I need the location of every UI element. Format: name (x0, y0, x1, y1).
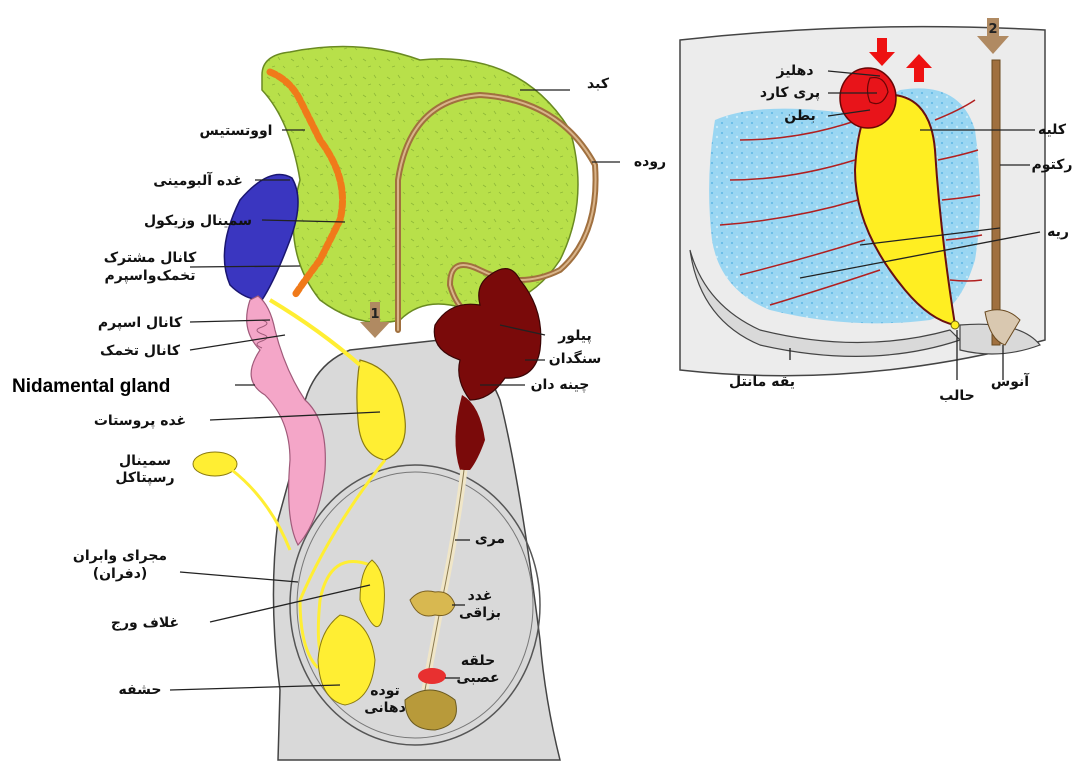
ureter-opening (951, 321, 959, 329)
label-salivary-1: غدد (468, 588, 493, 604)
label-lung: ریه (1047, 224, 1069, 240)
label-gizzard: سنگدان (549, 350, 601, 367)
label-pericardium: پری کارد (760, 85, 820, 101)
label-salivary-2: بزاقی (459, 605, 501, 621)
seminal-receptacle (193, 452, 237, 476)
left-figure (193, 47, 596, 760)
label-vas-deferens-1: مجرای وابران (73, 548, 167, 564)
label-sperm-duct: کانال اسپرم (98, 315, 183, 331)
label-common-duct-2: تخمک‌واسپرم (104, 268, 195, 284)
rectum (992, 60, 1000, 345)
label-kidney: کلیه (1038, 122, 1067, 138)
label-anus: آنوس (991, 372, 1030, 390)
albumen-gland (224, 174, 298, 300)
label-prostate: غده پروستات (94, 413, 186, 429)
label-crop: چینه دان (531, 377, 590, 393)
label-glans: حشفه (119, 682, 162, 698)
label-nerve-ring-2: عصبی (456, 670, 499, 686)
label-atrium: دهلیز (775, 63, 813, 79)
label-mantle-collar: یقه مانتل (729, 374, 795, 390)
label-nidamental-gland: Nidamental gland (12, 376, 170, 397)
nerve-ring (418, 668, 446, 684)
label-vas-deferens-2: (دفران) (93, 566, 148, 582)
label-ovotestis: اووتستیس (200, 123, 273, 139)
svg-text:1: 1 (370, 307, 379, 322)
label-buccal-mass-2: دهانی (364, 700, 406, 716)
label-seminal-receptacle-1: سمینال (119, 453, 171, 469)
label-penis-sheath: غلاف ورج (111, 615, 179, 631)
label-seminal-vesicle: سمینال وزیکول (144, 213, 252, 229)
label-common-duct-1: کانال مشترک (104, 250, 197, 266)
label-oviduct: کانال تخمک (100, 343, 181, 359)
label-albumen-gland: غده آلبومینی (153, 171, 243, 189)
label-esophagus: مری (475, 531, 505, 547)
label-seminal-receptacle-2: رسپتاکل (115, 470, 174, 486)
label-buccal-mass-1: توده (370, 683, 399, 699)
label-ventricle: بطن (784, 108, 816, 124)
right-figure (680, 27, 1045, 376)
svg-text:2: 2 (988, 22, 997, 37)
label-intestine: روده (634, 154, 666, 170)
label-ureter: حالب (939, 388, 974, 404)
label-pylorus: پیلور (557, 328, 592, 344)
label-rectum: رکتوم (1032, 157, 1073, 173)
label-liver: کبد (587, 76, 610, 92)
label-nerve-ring-1: حلقه (461, 653, 495, 669)
